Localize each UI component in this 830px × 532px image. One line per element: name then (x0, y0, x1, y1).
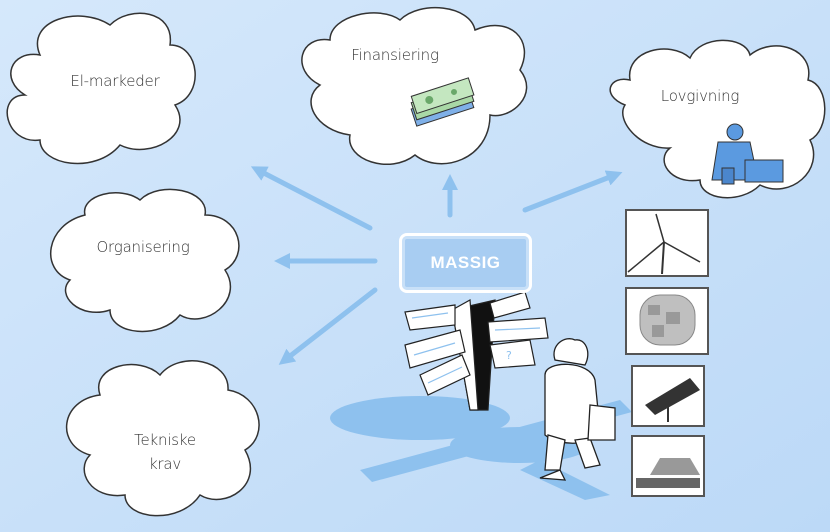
massig-label: MASSIG (430, 253, 501, 272)
lawmaker-icon (711, 123, 784, 185)
cloud-organisering (50, 188, 240, 333)
signpost-icon: ? (404, 291, 549, 411)
svg-text:?: ? (506, 349, 512, 362)
tile-stone-wall (625, 287, 709, 355)
tile-wind-turbine (625, 209, 709, 277)
tile-solar-panel (631, 365, 705, 427)
cloud-finansiering (301, 7, 528, 165)
cloud-label-tekniske-line2: krav (148, 455, 182, 473)
cloud-el-markeder (6, 12, 196, 165)
cloud-label-finansiering: Finansiering (351, 46, 439, 64)
money-stack-icon (410, 77, 475, 127)
cloud-label-tekniske-line1: Tekniske (134, 431, 196, 449)
arrows (250, 166, 623, 365)
cloud-label-tekniske-krav: Tekniske krav (100, 428, 230, 476)
massig-center-box: MASSIG (399, 233, 532, 293)
tile-car (631, 435, 705, 497)
cloud-tekniske-krav (65, 360, 260, 517)
cloud-label-el-markeder: El-markeder (70, 72, 160, 90)
cloud-label-lovgivning: Lovgivning (660, 87, 740, 105)
cloud-lovgivning (609, 39, 826, 199)
thinking-man-icon (539, 338, 616, 481)
cloud-label-organisering: Organisering (96, 238, 190, 256)
